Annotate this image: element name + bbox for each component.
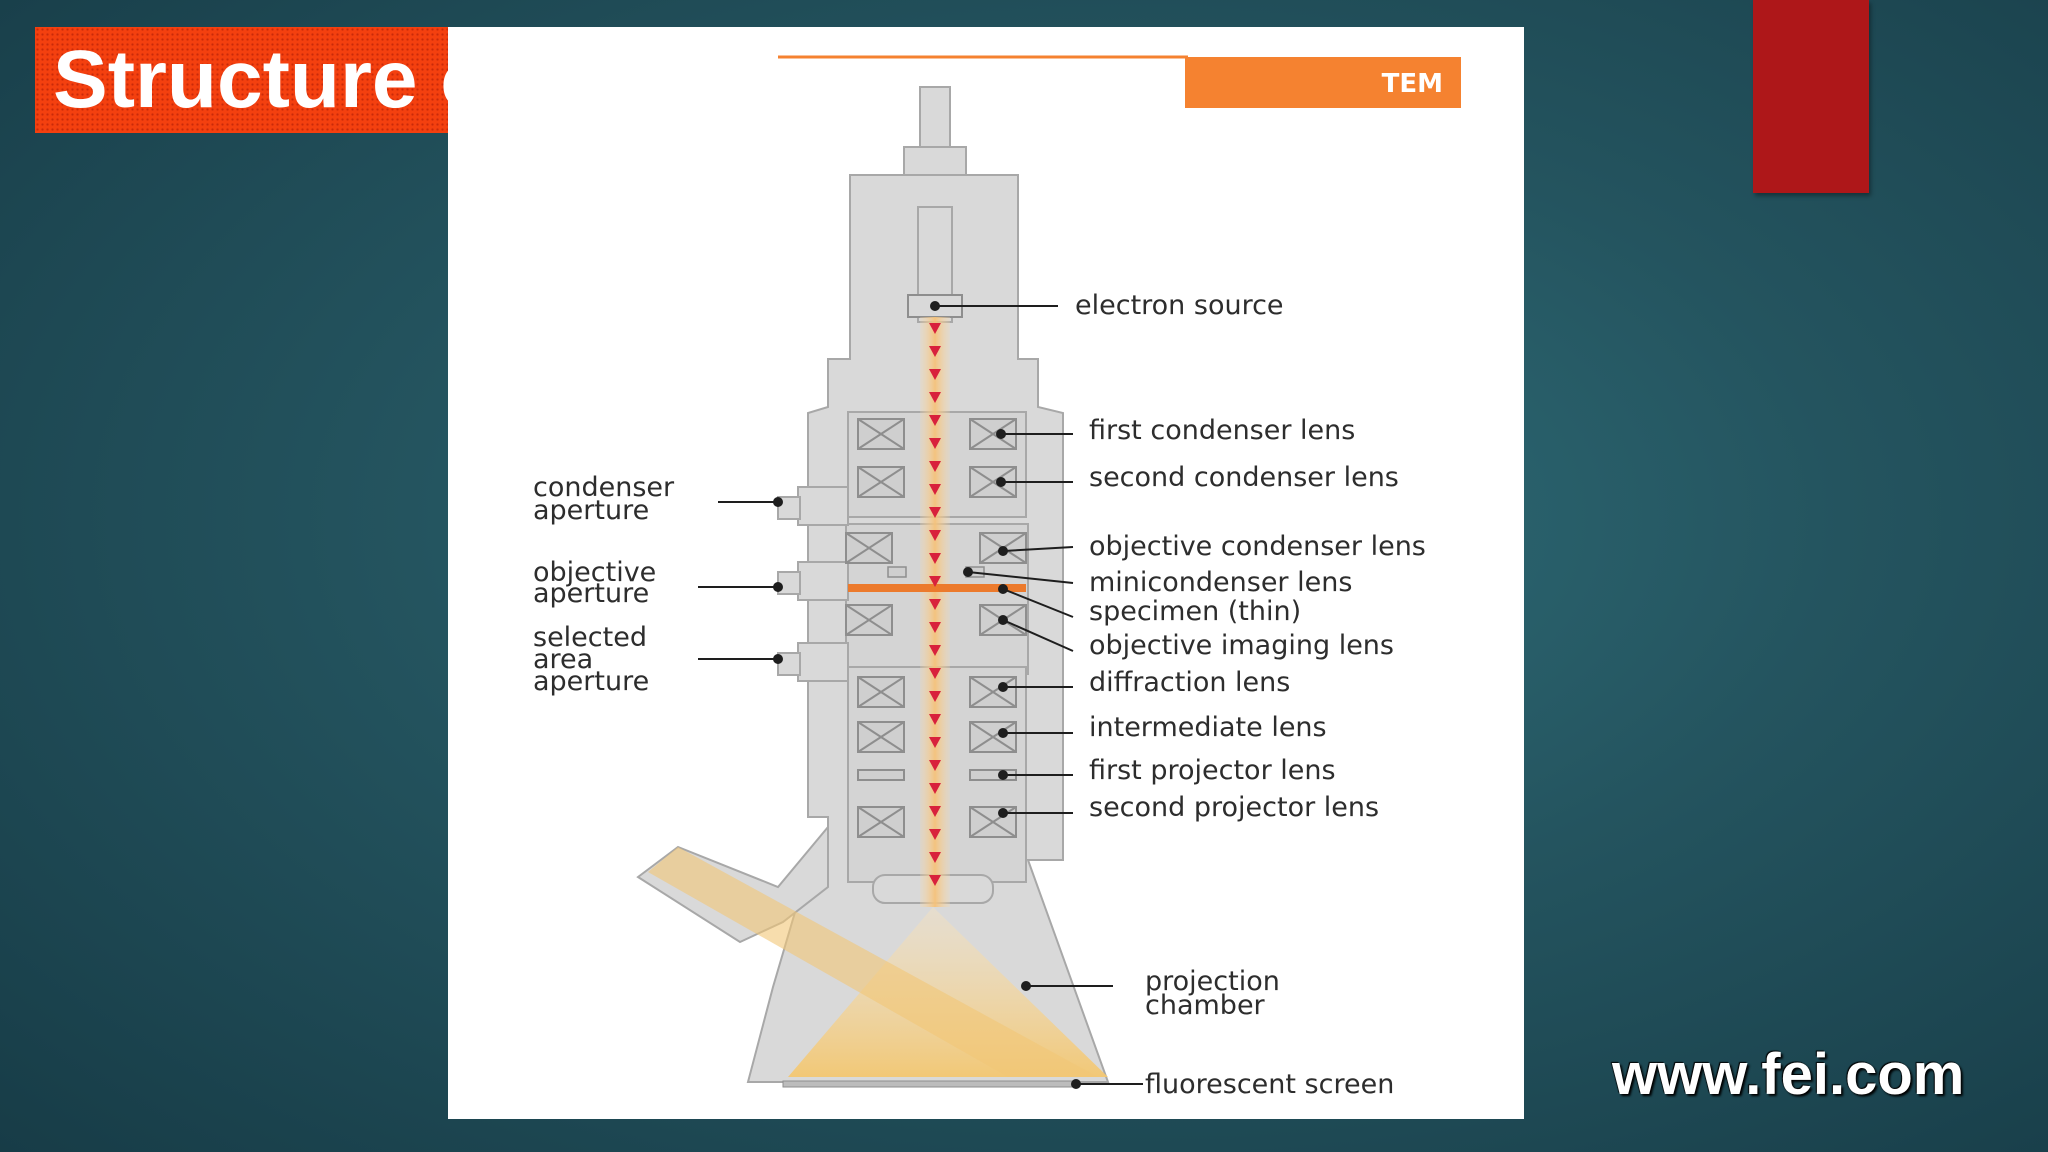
label-electron-source: electron source	[1075, 290, 1284, 321]
label-diffraction-lens: diffraction lens	[1089, 667, 1290, 698]
light-cone	[788, 907, 1108, 1077]
label-first-condenser-lens: first condenser lens	[1089, 415, 1355, 446]
beam-arrow	[929, 622, 941, 633]
label-minicondenser-lens: minicondenser lens	[1089, 567, 1352, 598]
beam-arrow	[929, 645, 941, 656]
beam-arrow	[929, 369, 941, 380]
label-selected-1: selected	[533, 622, 647, 653]
tem-diagram: TEM	[533, 55, 1461, 1100]
label-first-projector-lens: first projector lens	[1089, 755, 1336, 786]
label-projection: projection	[1145, 966, 1280, 997]
beam-arrow	[929, 691, 941, 702]
label-intermediate-lens: intermediate lens	[1089, 712, 1327, 743]
tem-diagram-panel: TEM	[448, 27, 1524, 1119]
beam-arrow	[929, 760, 941, 771]
beam-arrow	[929, 829, 941, 840]
tem-tag	[1185, 57, 1461, 108]
beam-arrow	[929, 553, 941, 564]
beam-arrow	[929, 875, 941, 886]
label-specimen: specimen (thin)	[1089, 596, 1301, 627]
label-selected-2: area	[533, 644, 593, 675]
beam-arrow	[929, 438, 941, 449]
beam-arrow	[929, 783, 941, 794]
right-labels: electron source first condenser lens sec…	[1075, 290, 1426, 1100]
label-condenser-2: aperture	[533, 495, 649, 526]
label-selected-3: aperture	[533, 666, 649, 697]
beam-arrow	[929, 323, 941, 334]
beam-arrow	[929, 714, 941, 725]
tem-tag-label: TEM	[1382, 69, 1443, 99]
beam-arrow	[929, 576, 941, 587]
beam-arrow	[929, 461, 941, 472]
leader-lines	[698, 301, 1143, 1089]
beam-arrow	[929, 852, 941, 863]
specimen	[848, 584, 1026, 592]
beam-arrow	[929, 484, 941, 495]
website-url: www.fei.com	[1612, 1042, 1965, 1107]
decorative-red-tab	[1753, 0, 1869, 193]
label-chamber: chamber	[1145, 990, 1266, 1021]
label-objective-1: objective	[533, 557, 656, 588]
side-beam	[648, 847, 1098, 1077]
beam-arrow	[929, 668, 941, 679]
label-condenser-1: condenser	[533, 472, 675, 503]
label-second-projector-lens: second projector lens	[1089, 792, 1379, 823]
label-objective-imaging-lens: objective imaging lens	[1089, 630, 1394, 661]
label-objective-2: aperture	[533, 578, 649, 609]
label-fluorescent-screen: fluorescent screen	[1145, 1069, 1394, 1100]
beam-arrow	[929, 507, 941, 518]
left-labels: condenser aperture objective aperture se…	[533, 472, 675, 697]
beam-arrow	[929, 737, 941, 748]
beam-arrow	[929, 346, 941, 357]
electron-beam	[920, 317, 950, 907]
beam-arrow	[929, 415, 941, 426]
beam-arrow	[929, 806, 941, 817]
beam-arrow	[929, 392, 941, 403]
beam-arrow	[929, 530, 941, 541]
beam-arrows	[929, 323, 941, 886]
beam-arrow	[929, 599, 941, 610]
label-second-condenser-lens: second condenser lens	[1089, 462, 1399, 493]
label-objective-condenser-lens: objective condenser lens	[1089, 531, 1426, 562]
fluorescent-screen-plate	[782, 1080, 1079, 1088]
